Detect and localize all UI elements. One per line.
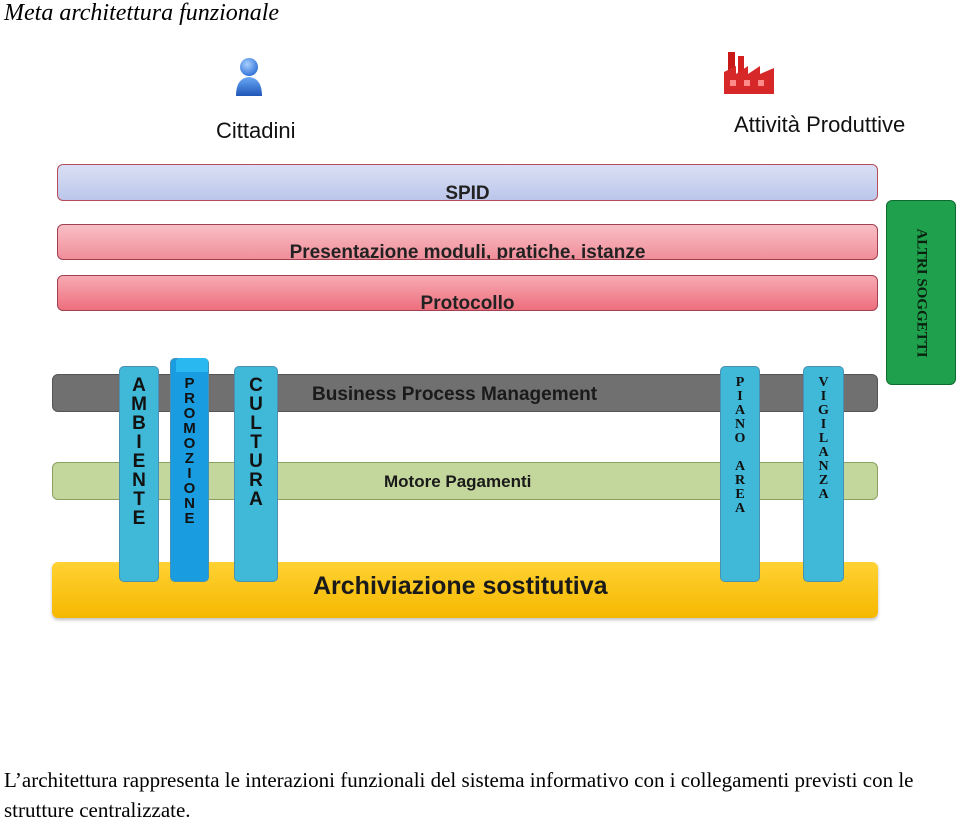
- spid-layer: SPID: [57, 164, 878, 201]
- column-letter: Z: [184, 450, 195, 467]
- column-promozione: [170, 358, 209, 582]
- column-letter: O: [734, 431, 746, 446]
- column-letter: I: [737, 389, 743, 404]
- column-letter: M: [131, 394, 147, 415]
- bpm-label: Business Process Management: [312, 384, 598, 405]
- column-letter: E: [132, 451, 146, 472]
- column-letter: P: [184, 375, 195, 392]
- other-entities-label: ALTRI SOGGETTI: [913, 227, 930, 358]
- column-letter: L: [818, 431, 829, 446]
- column-letter: N: [734, 417, 746, 432]
- payments-label: Motore Pagamenti: [384, 472, 532, 491]
- column-letter: E: [132, 508, 146, 529]
- column-letter: A: [132, 375, 146, 396]
- column-vigilanza: [803, 366, 844, 582]
- businesses-label: Attività Produttive: [734, 112, 906, 137]
- person-icon: [236, 58, 262, 96]
- column-letter: N: [818, 459, 829, 474]
- column-piano-area-text: P I A N O A R E A: [720, 376, 760, 516]
- citizens-label: Cittadini: [216, 118, 296, 143]
- column-letter: I: [136, 432, 142, 453]
- other-entities-box: ALTRI SOGGETTI: [886, 200, 956, 385]
- column-letter: I: [820, 389, 827, 404]
- column-letter: U: [249, 451, 263, 472]
- spid-label: SPID: [445, 183, 490, 201]
- archive-label: Archiviazione sostitutiva: [313, 572, 608, 600]
- column-letter: N: [132, 470, 146, 491]
- column-letter: A: [734, 501, 746, 516]
- column-letter: N: [184, 495, 195, 512]
- column-letter: R: [249, 470, 263, 491]
- column-letter: I: [187, 465, 192, 482]
- column-letter: A: [818, 445, 829, 460]
- column-letter: O: [183, 435, 196, 452]
- column-letter: C: [249, 375, 263, 396]
- column-letter: G: [818, 403, 829, 418]
- column-promozione-cap: [176, 358, 208, 372]
- column-letter: E: [735, 487, 745, 502]
- column-letter: T: [133, 489, 145, 510]
- column-letter: T: [250, 432, 262, 453]
- column-letter: A: [734, 403, 746, 418]
- column-letter: V: [818, 375, 829, 390]
- column-letter: M: [183, 420, 196, 437]
- column-vigilanza-text: V I G I L A N Z A: [803, 376, 844, 502]
- protocol-label: Protocollo: [420, 293, 515, 311]
- column-ambiente: [119, 366, 159, 582]
- page-title: Meta architettura funzionale: [4, 0, 280, 26]
- column-letter: A: [734, 459, 746, 474]
- column-letter: R: [734, 473, 746, 488]
- factory-icon: [724, 52, 774, 94]
- column-cultura: [234, 366, 278, 582]
- protocol-layer: Protocollo: [57, 275, 878, 311]
- column-cultura-text: C U L T U R A: [234, 376, 278, 509]
- column-letter: O: [183, 405, 196, 422]
- presentation-layer: Presentazione moduli, pratiche, istanze: [57, 224, 878, 260]
- column-letter: I: [820, 417, 827, 432]
- description-text: L’architettura rappresenta le interazion…: [4, 768, 914, 822]
- column-letter: A: [249, 489, 263, 510]
- column-letter: R: [184, 390, 195, 407]
- column-ambiente-text: A M B I E N T E: [119, 376, 159, 528]
- column-promozione-text: P R O M O Z I O N E: [170, 376, 209, 526]
- column-letter: Z: [818, 473, 829, 488]
- presentation-label: Presentazione moduli, pratiche, istanze: [289, 242, 646, 260]
- column-letter: L: [250, 413, 262, 434]
- column-letter: B: [132, 413, 146, 434]
- column-letter: U: [249, 394, 263, 415]
- column-letter: A: [818, 487, 829, 502]
- column-letter: O: [183, 480, 196, 497]
- column-letter: P: [735, 375, 745, 390]
- column-letter: E: [184, 510, 195, 527]
- column-piano-area: [720, 366, 760, 582]
